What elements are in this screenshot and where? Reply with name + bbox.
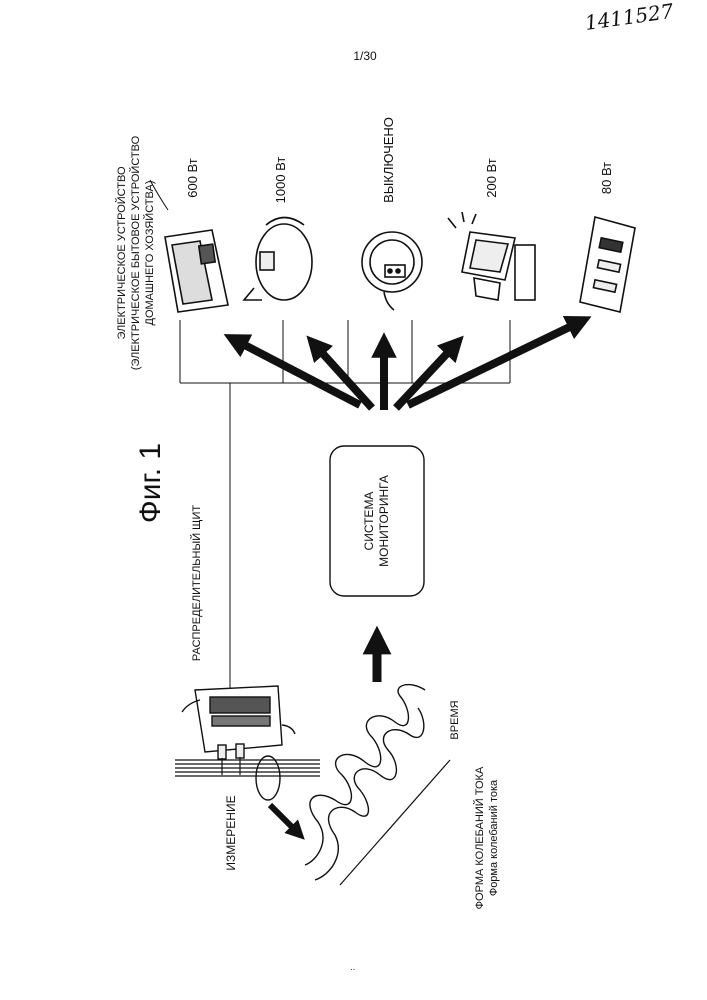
current-waveform <box>305 685 450 885</box>
appliance-power-kettle: 1000 Вт <box>273 157 288 204</box>
microwave-icon <box>165 230 228 312</box>
appliance-power-computer: 200 Вт <box>484 158 499 198</box>
distribution-board-label: РАСПРЕДЕЛИТЕЛЬНЫЙ ЩИТ <box>190 505 203 661</box>
appliance-group-label-line3: ДОМАШНЕГО ХОЗЯЙСТВА) <box>143 181 156 326</box>
measurement-arrow <box>270 805 298 833</box>
appliance-group-label-line1: ЭЛЕКТРИЧЕСКОЕ УСТРОЙСТВО <box>115 166 128 339</box>
cable-bundle <box>175 757 320 776</box>
distribution-board-icon <box>182 686 295 759</box>
document-number: 1411527 <box>583 0 675 35</box>
appliance-power-audio: 80 Вт <box>599 162 614 194</box>
appliance-power-rice-cooker: ВЫКЛЮЧЕНО <box>381 117 396 203</box>
electric-kettle-icon <box>244 218 312 301</box>
figure-title: Фиг. 1 <box>134 443 167 523</box>
figure-rotated: Фиг. 1 РАСПРЕДЕЛИТЕЛЬНЫЙ ЩИТ ЭЛЕКТРИЧЕСК… <box>115 117 635 909</box>
rice-cooker-icon <box>362 232 422 310</box>
appliance-power-microwave: 600 Вт <box>185 158 200 198</box>
monitoring-system-label-line1: СИСТЕМА <box>362 492 376 551</box>
waveform-title: ФОРМА КОЛЕБАНИЙ ТОКА <box>473 766 486 909</box>
time-axis-label: ВРЕМЯ <box>449 700 461 739</box>
waveform-subtitle: Форма колебаний тока <box>488 779 500 896</box>
computer-icon <box>448 212 535 300</box>
page-number: 1/30 <box>353 49 377 63</box>
audio-system-icon <box>580 217 635 312</box>
appliance-group-label-line2: (ЭЛЕКТРИЧЕСКОЕ БЫТОВОЕ УСТРОЙСТВО <box>129 135 142 370</box>
current-sensor-clamp <box>256 756 280 800</box>
fan-out-arrows <box>235 322 580 410</box>
measurement-label: ИЗМЕРЕНИЕ <box>224 795 238 870</box>
scan-mark: ‥ <box>350 963 355 972</box>
monitoring-system-label-line2: МОНИТОРИНГА <box>377 475 391 567</box>
